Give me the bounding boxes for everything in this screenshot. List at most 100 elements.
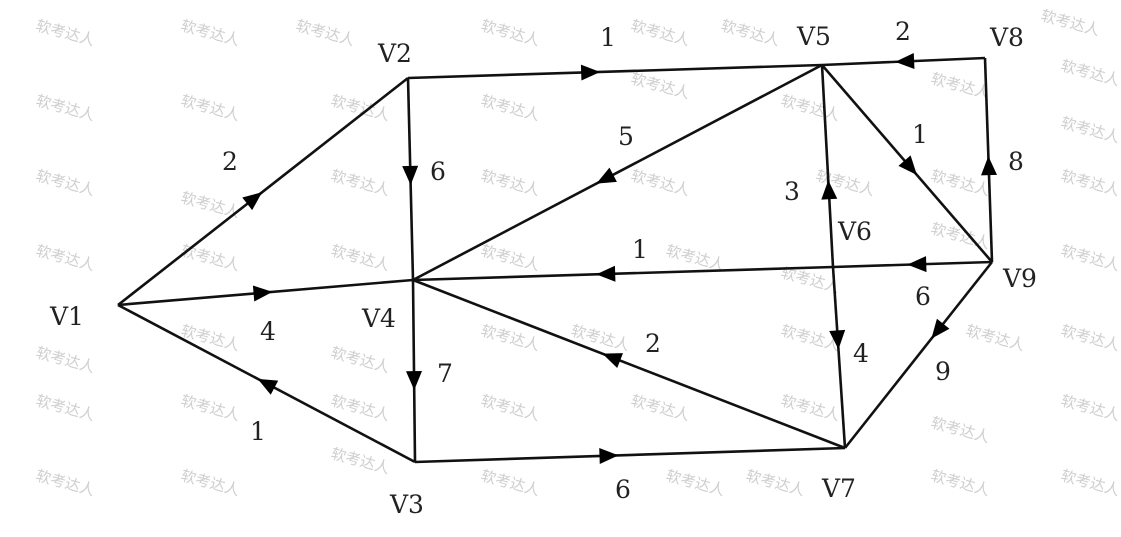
node-v2-label: V2 [377,39,412,68]
watermark-text: 软考达人 [1059,321,1121,354]
edge-v2-to-v4 [402,77,419,281]
node-v1-label: V1 [49,302,84,331]
watermark-text: 软考达人 [329,166,392,199]
watermark-text: 软考达人 [34,91,97,124]
watermark-text: 软考达人 [629,16,692,49]
watermark-text: 软考达人 [179,241,242,274]
edge-v1-to-v2 [117,76,409,307]
watermark-text: 软考达人 [329,241,392,274]
watermark-text: 软考达人 [1039,6,1102,39]
watermark-text: 软考达人 [479,16,542,49]
edge-v2-to-v5 [407,63,823,81]
watermark-text: 软考达人 [929,69,992,102]
edge-v1-to-v4 [117,278,414,307]
edge-v5-to-v4 [412,63,823,282]
edge-v9-to-v6 [832,256,993,273]
watermark-text: 软考达人 [179,16,242,49]
node-v5-label: V5 [796,22,831,51]
edge-line [411,279,417,463]
edge-weight: 1 [912,120,928,149]
watermark-text: 软考达人 [929,166,992,199]
arrowhead-icon [895,53,915,70]
edge-line [820,64,835,268]
edge-v5-to-v9 [821,64,993,263]
watermark-text: 软考达人 [34,391,97,424]
edge-weight: 1 [250,417,266,446]
watermark-text: 软考达人 [1059,166,1121,199]
watermark-text: 软考达人 [779,91,842,124]
watermark-text: 软考达人 [779,321,842,354]
watermark-text: 软考达人 [479,466,542,499]
watermark-text: 软考达人 [664,466,727,499]
watermark-text: 软考达人 [479,166,542,199]
edge-weight: 4 [260,317,276,346]
watermark-text: 软考达人 [1059,113,1121,146]
watermark-text: 软考达人 [179,321,242,354]
node-v7-label: V7 [821,474,856,503]
arrowhead-icon [402,165,419,185]
watermark-text: 软考达人 [479,91,542,124]
watermark-text: 软考达人 [34,166,97,199]
arrowhead-icon [829,329,846,350]
arrowhead-icon [596,265,616,282]
node-v9-label: V9 [1002,264,1037,293]
edge-line [412,265,834,282]
watermark-text: 软考达人 [179,466,242,499]
watermark-text: 软考达人 [629,166,692,199]
edge-weight: 6 [430,157,446,186]
arrowhead-icon [981,156,998,176]
watermark-text: 软考达人 [569,321,632,354]
arrowhead-icon [580,64,601,81]
edge-line [412,278,846,450]
arrowhead-icon [931,318,950,339]
edge-weight: 2 [222,147,238,176]
edge-v3-to-v1 [117,303,416,464]
watermark-text: 软考达人 [479,241,542,274]
edge-v7-to-v4 [412,278,846,450]
arrowhead-icon [602,353,624,368]
arrowhead-icon [242,192,263,211]
watermark-text: 软考达人 [34,241,97,274]
watermark-text: 软考达人 [34,466,97,499]
watermark-text: 软考达人 [779,391,842,424]
arrowhead-icon [406,371,423,391]
edge-weight: 7 [437,359,453,388]
arrowhead-icon [907,256,927,273]
node-v4-label: V4 [361,304,396,333]
edge-weight: 2 [895,17,911,46]
edge-weight: 3 [784,177,800,206]
watermark-text: 软考达人 [34,343,97,376]
watermark-text: 软考达人 [329,91,392,124]
edge-v6-to-v7 [829,266,847,449]
watermark-text: 软考达人 [719,16,782,49]
edge-weight: 2 [645,329,661,358]
watermark-text: 软考达人 [964,321,1027,354]
edge-line [117,76,409,307]
edge-v8-to-v5 [821,53,986,70]
edge-weight: 8 [1008,147,1024,176]
node-v6-label: V6 [837,217,872,246]
edge-line [407,63,823,80]
arrowhead-icon [257,378,279,395]
watermark-text: 软考达人 [1059,241,1121,274]
watermark-text: 软考达人 [479,391,542,424]
edge-weight: 5 [618,122,634,151]
edge-weight: 1 [600,23,616,52]
watermark-text: 软考达人 [929,466,992,499]
watermark-text: 软考达人 [34,16,97,49]
edge-v6-to-v5 [820,64,838,268]
arrowhead-icon [252,285,273,302]
edge-weight: 6 [915,282,931,311]
edge-weight: 4 [853,339,869,368]
watermark-text: 软考达人 [629,69,692,102]
watermark-text: 软考达人 [329,391,392,424]
watermark-text: 软考达人 [329,343,392,376]
arrowhead-icon [821,180,838,200]
watermark-text: 软考达人 [744,466,807,499]
watermark-layer: 软考达人软考达人软考达人软考达人软考达人软考达人软考达人软考达人软考达人软考达人… [34,6,1121,499]
arrowhead-icon [596,167,617,184]
edge-weight: 9 [935,357,951,386]
edge-v3-to-v7 [414,446,846,464]
